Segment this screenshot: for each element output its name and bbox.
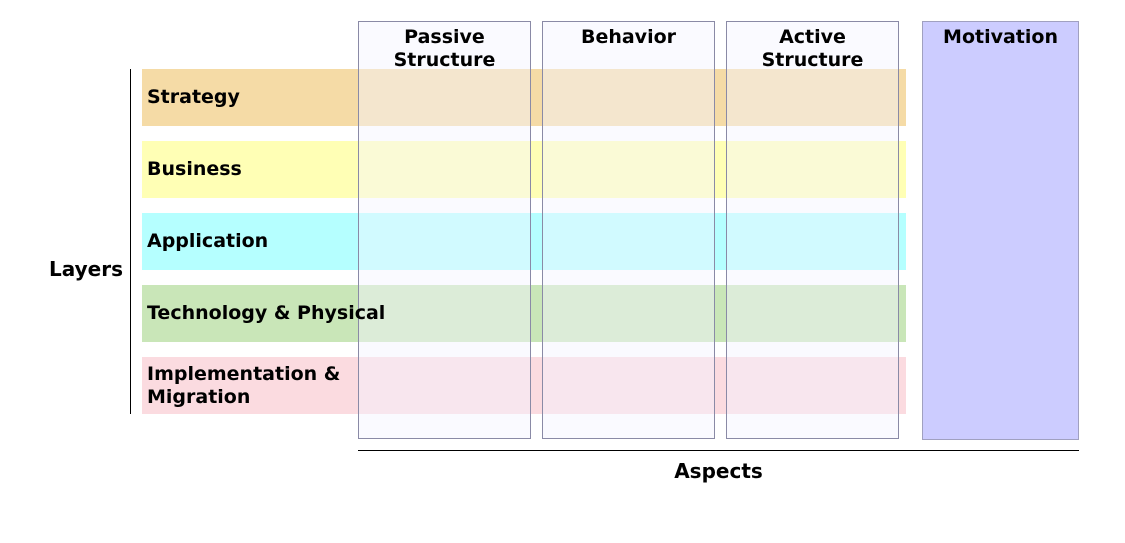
aspects-axis-label: Aspects [674, 459, 763, 483]
layer-band-business [142, 141, 906, 198]
layer-label-implementation: Implementation & Migration [147, 363, 341, 408]
aspect-title-behavior: Behavior [580, 26, 677, 48]
aspects-axis-line [358, 450, 1079, 451]
aspect-title-passive-structure: Passive Structure [393, 26, 496, 71]
layer-label-business: Business [147, 158, 242, 180]
layers-axis-label: Layers [49, 257, 123, 281]
aspect-title-active-structure: Active Structure [761, 26, 864, 71]
motivation-column [922, 21, 1079, 440]
aspect-column-active-structure [726, 21, 899, 439]
layer-band-strategy [142, 69, 906, 126]
aspect-column-passive-structure [358, 21, 531, 439]
motivation-title: Motivation [943, 26, 1058, 48]
layer-band-technology [142, 285, 906, 342]
layer-label-technology: Technology & Physical [147, 302, 386, 324]
layer-label-application: Application [147, 230, 269, 252]
layers-axis-line [130, 69, 131, 414]
layer-band-application [142, 213, 906, 270]
aspect-column-behavior [542, 21, 715, 439]
layer-band-implementation [142, 357, 906, 414]
layer-label-strategy: Strategy [147, 86, 240, 108]
